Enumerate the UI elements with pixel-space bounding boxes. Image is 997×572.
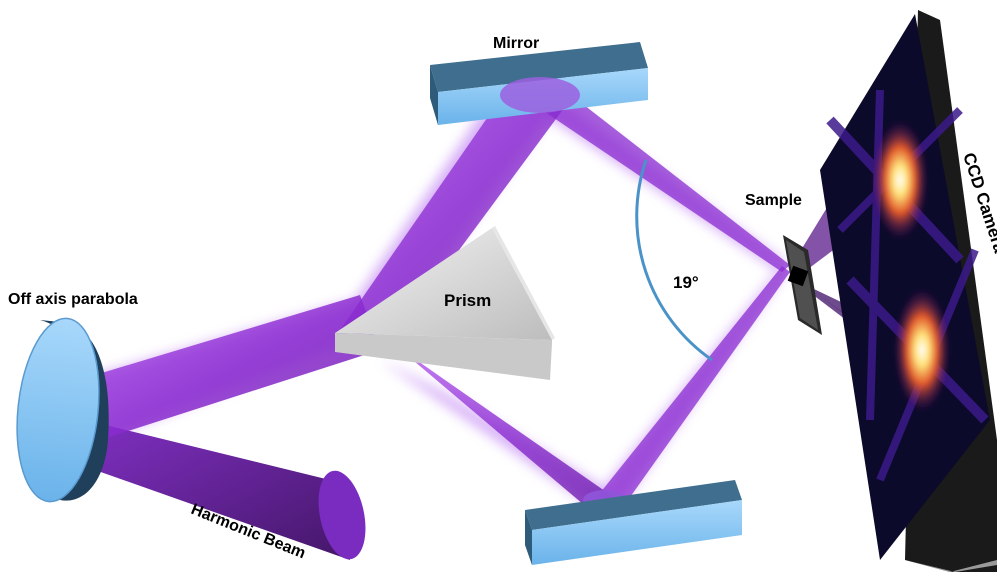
harmonic-beam: [85, 420, 350, 560]
diffraction-spot-upper: [872, 120, 928, 240]
angle-arc: [635, 159, 713, 362]
diffraction-spot-lower: [894, 288, 950, 412]
sample-label: Sample: [745, 192, 802, 209]
mirror-label: Mirror: [493, 35, 539, 52]
top-mirror: [430, 42, 648, 125]
beam-bottom-mirror-to-sample: [588, 266, 790, 508]
beam-prism-to-top-mirror: [340, 85, 570, 330]
beam-top-mirror-to-sample: [505, 85, 790, 272]
prism-label: Prism: [444, 291, 491, 310]
off-axis-parabola: [16, 317, 109, 503]
beam-prism-to-bottom-mirror: [395, 345, 625, 510]
off-axis-parabola-label: Off axis parabola: [8, 291, 138, 308]
ccd-camera: [820, 10, 997, 572]
bottom-mirror: [525, 480, 742, 565]
harmonic-beam-end: [318, 470, 366, 560]
prism: [335, 226, 555, 380]
sample: [783, 235, 822, 335]
beam-parabola-to-prism: [95, 295, 380, 440]
beam-paths: [85, 72, 912, 560]
angle-label: 19°: [673, 273, 699, 292]
